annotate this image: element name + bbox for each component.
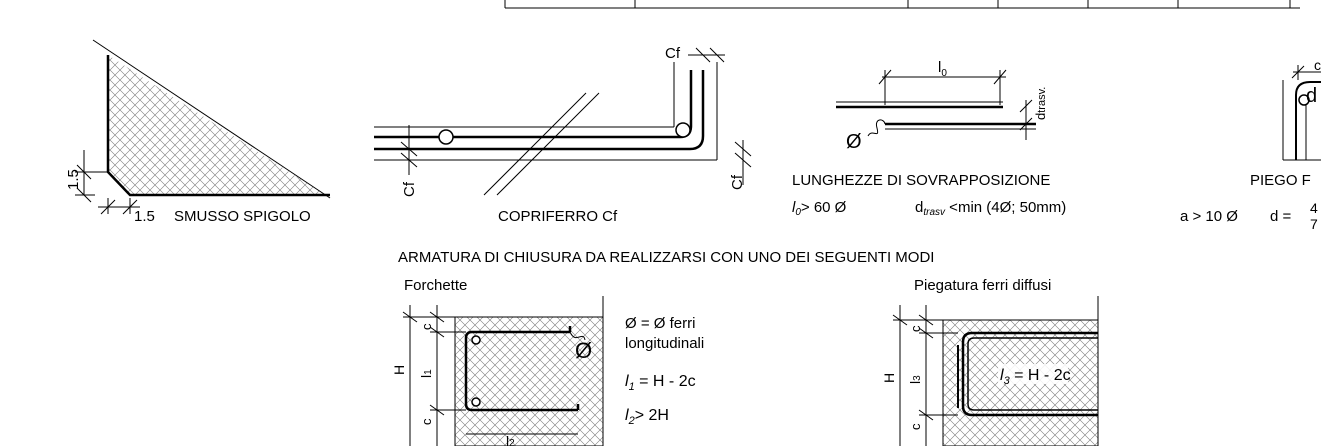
forchette-dim-l2: l2: [506, 433, 515, 446]
piegatura-rule: l3 = H - 2c: [1000, 367, 1071, 387]
sovrapposizione-diagram: l0 dtrasv. Ø LUNGHEZZE DI SOVRAPPOSIZION…: [792, 59, 1066, 218]
piegatura-label: Piegatura ferri diffusi: [914, 277, 1051, 294]
smusso-dim-horizontal: 1.5: [134, 208, 155, 225]
piegatura-diagram: Piegatura ferri diffusi H c l3 c l3 = H …: [881, 277, 1099, 446]
smusso-dim-vertical: 1.5: [65, 169, 82, 190]
sovrapposizione-caption: LUNGHEZZE DI SOVRAPPOSIZIONE: [792, 172, 1050, 189]
smusso-spigolo-diagram: 1.5 1.5 SMUSSO SPIGOLO: [65, 39, 331, 225]
forchette-dim-l1: l1: [418, 369, 434, 378]
rebar-section-corner: [675, 122, 691, 138]
piego-frac-num: 4: [1310, 200, 1318, 216]
piego-label-d: d: [1306, 85, 1317, 107]
piego-diagram: c d PIEGO F a > 10 Ø d = 4 7: [1180, 57, 1321, 232]
piegatura-dim-H: H: [881, 373, 897, 383]
table-fragment: [504, 0, 1300, 9]
forchette-label: Forchette: [404, 277, 467, 294]
forchette-rule1: l1 = H - 2c: [625, 373, 696, 393]
forchette-phi: Ø: [575, 338, 592, 363]
piego-frac-den: 7: [1310, 216, 1318, 232]
rebar-section-left: [438, 129, 454, 145]
piego-dim-top: c: [1314, 57, 1321, 73]
forchette-dim-H: H: [391, 365, 407, 375]
copriferro-dim-left: Cf: [401, 181, 418, 197]
forchette-note-line1: Ø = Ø ferri: [625, 315, 695, 332]
piego-rule-a: a > 10 Ø: [1180, 208, 1238, 225]
piegatura-dim-c-top: c: [908, 325, 923, 332]
armatura-title: ARMATURA DI CHIUSURA DA REALIZZARSI CON …: [398, 249, 934, 266]
forchette-note-line2: longitudinali: [625, 335, 704, 352]
forchette-diagram: Forchette Ø H c l1 c l2 Ø = Ø fer: [391, 277, 704, 446]
forchette-dim-c-bottom: c: [419, 418, 434, 425]
piego-mandrel: [1298, 94, 1310, 106]
copriferro-caption: COPRIFERRO Cf: [498, 208, 618, 225]
piegatura-dim-c-bottom: c: [908, 423, 923, 430]
forchette-rule2: l2> 2H: [625, 407, 669, 427]
sovrapposizione-l0-label: l0: [938, 59, 947, 79]
sovrapposizione-phi-leader: [867, 119, 886, 137]
forchette-dim-c-top: c: [419, 323, 434, 330]
sovrapposizione-rule-l0: l0> 60 Ø: [792, 199, 847, 218]
copriferro-diagram: Cf Cf Cf COPRIFERRO Cf: [374, 45, 752, 225]
copriferro-dim-right: Cf: [729, 174, 746, 190]
piego-rule-d: d =: [1270, 208, 1292, 225]
sovrapposizione-d-label: dtrasv.: [1033, 87, 1048, 120]
piego-caption: PIEGO F: [1250, 172, 1311, 189]
piegatura-dim-l3: l3: [907, 375, 923, 384]
smusso-caption: SMUSSO SPIGOLO: [174, 208, 311, 225]
copriferro-dim-top: Cf: [665, 45, 681, 62]
sovrapposizione-rule-d: dtrasv <min (4Ø; 50mm): [915, 199, 1066, 218]
sovrapposizione-phi: Ø: [846, 131, 862, 153]
chamfer-hatched-area: [108, 55, 325, 195]
